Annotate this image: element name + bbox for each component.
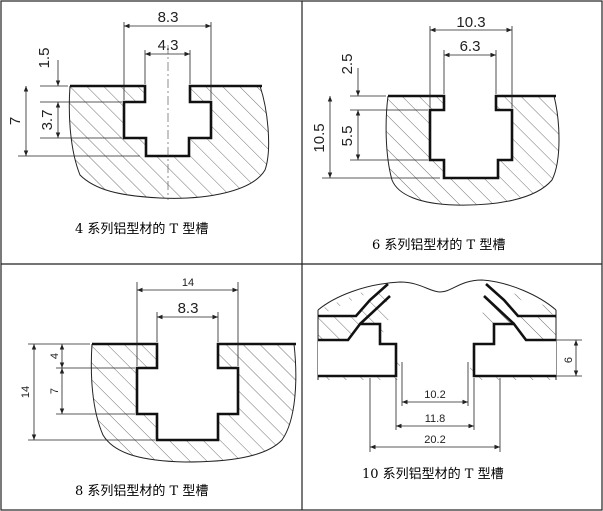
profile-outer-edge bbox=[68, 85, 270, 199]
dim-total-depth: 10.5 bbox=[311, 123, 328, 152]
panel-10-series: 10.2 11.8 20.2 6 10 系列铝型材的 T 型槽 bbox=[317, 279, 582, 482]
t-slot-profile-left bbox=[318, 283, 389, 318]
dim-slot-width: 10.3 bbox=[456, 14, 485, 31]
profile-outer-edge bbox=[317, 279, 557, 311]
t-slot-profile-right bbox=[485, 283, 556, 318]
dim-top-depth: 2.5 bbox=[339, 54, 356, 75]
profile-outer-edge bbox=[385, 95, 560, 206]
dim-slot-width: 8.3 bbox=[158, 9, 179, 26]
dim-neck-depth: 5.5 bbox=[339, 126, 356, 147]
panel-caption: 6 系列铝型材的 T 型槽 bbox=[372, 237, 505, 253]
panel-8-series: 14 8.3 4 7 14 8 系列铝型材的 T 型槽 bbox=[20, 277, 297, 499]
t-slot-profile bbox=[388, 94, 556, 180]
dim-total-depth: 14 bbox=[20, 386, 32, 398]
t-slot-profile bbox=[92, 342, 296, 442]
dim-neck-width: 8.3 bbox=[178, 300, 199, 317]
dim-slot-width: 14 bbox=[182, 277, 194, 289]
panel-4-series: 8.3 4.3 1.5 3.7 7 4 系列铝型材的 T 型槽 bbox=[7, 9, 270, 237]
dim-neck-width: 6.3 bbox=[460, 38, 481, 55]
panel-6-series: 10.3 6.3 2.5 5.5 10.5 6 系列铝型材的 T 型槽 bbox=[311, 14, 560, 253]
dim-inner-width: 11.8 bbox=[425, 413, 446, 425]
dim-total-width: 20.2 bbox=[424, 434, 445, 446]
profile-outer-edge bbox=[90, 343, 297, 463]
panel-caption: 4 系列铝型材的 T 型槽 bbox=[75, 221, 208, 237]
dim-neck-depth: 7 bbox=[49, 388, 61, 394]
dim-neck-width: 4.3 bbox=[158, 37, 179, 54]
dim-neck-depth: 3.7 bbox=[39, 110, 56, 131]
dim-total-depth: 7 bbox=[7, 117, 24, 125]
panel-caption: 8 系列铝型材的 T 型槽 bbox=[75, 483, 208, 499]
dim-opening-width: 10.2 bbox=[424, 389, 445, 401]
dim-top-depth: 4 bbox=[49, 353, 61, 359]
dim-top-depth: 1.5 bbox=[36, 48, 53, 69]
dim-depth: 6 bbox=[563, 357, 575, 363]
panel-caption: 10 系列铝型材的 T 型槽 bbox=[362, 466, 504, 482]
t-slot-profile bbox=[70, 84, 262, 158]
